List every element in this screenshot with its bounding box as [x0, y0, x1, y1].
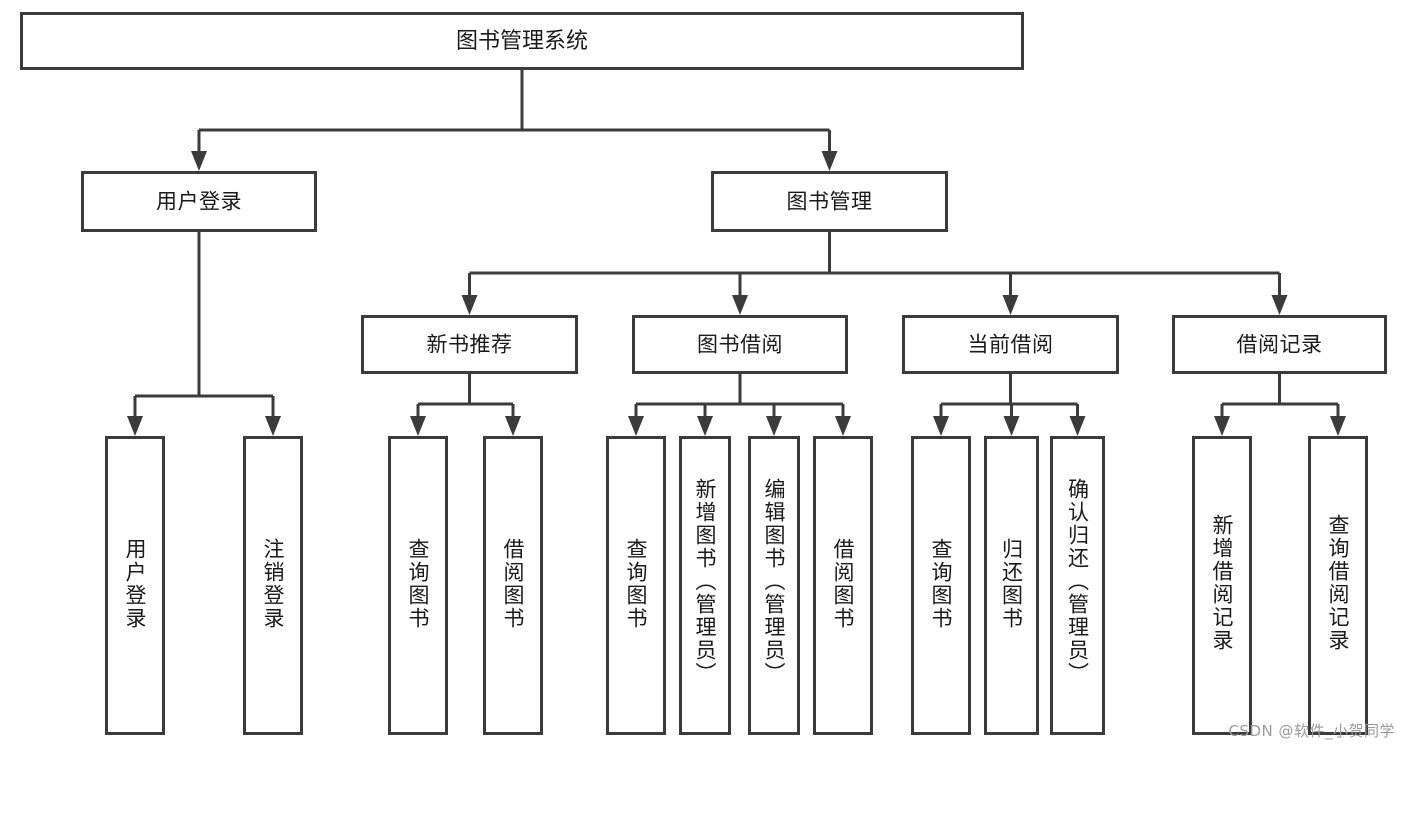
- node-box-leaf-borrow-book[interactable]: [813, 436, 873, 735]
- node-label-book-borrow: 图书借阅: [697, 333, 783, 357]
- arrow-head: [1069, 416, 1086, 436]
- node-box-leaf-query-book-borrow[interactable]: [606, 436, 666, 735]
- node-box-new-book-recommend[interactable]: [361, 315, 578, 374]
- node-box-leaf-confirm-return[interactable]: [1050, 436, 1105, 735]
- node-box-book-manage[interactable]: [711, 171, 948, 232]
- node-box-current-borrow[interactable]: [902, 315, 1119, 374]
- node-box-user-login[interactable]: [81, 171, 317, 232]
- arrow-head: [265, 416, 281, 436]
- arrow-head: [933, 416, 949, 436]
- connector-book-borrow-to-leaves: [628, 374, 851, 436]
- connector-book-manage-to-level3: [461, 232, 1288, 315]
- connector-borrow-record-to-leaves: [1214, 374, 1346, 436]
- node-label-user-login: 用户登录: [156, 190, 242, 214]
- arrow-head: [410, 416, 426, 436]
- connector-root-to-level2: [191, 70, 838, 171]
- arrow-head: [505, 416, 521, 436]
- node-label-borrow-record: 借阅记录: [1237, 333, 1323, 357]
- node-label-current-borrow: 当前借阅: [968, 333, 1054, 357]
- watermark: CSDN @软件_小贺同学: [1228, 722, 1395, 740]
- node-box-leaf-user-logout[interactable]: [243, 436, 303, 735]
- node-label-new-book-recommend: 新书推荐: [427, 333, 513, 357]
- diagram-root: 图书管理系统用户登录图书管理新书推荐图书借阅当前借阅借阅记录 用户登录注销登录查…: [20, 12, 1395, 740]
- arrow-head: [766, 416, 782, 436]
- arrow-head: [1271, 295, 1288, 315]
- node-box-leaf-edit-book[interactable]: [748, 436, 800, 735]
- node-label-root: 图书管理系统: [456, 29, 588, 54]
- node-box-layer: [20, 12, 1387, 735]
- arrow-head: [732, 295, 748, 315]
- node-box-book-borrow[interactable]: [632, 315, 848, 374]
- arrow-head: [1003, 416, 1020, 436]
- node-box-leaf-borrow-book-rec[interactable]: [483, 436, 543, 735]
- connector-new-book-recommend-to-leaves: [410, 374, 521, 436]
- node-box-leaf-add-record[interactable]: [1192, 436, 1252, 735]
- node-box-leaf-return-book[interactable]: [984, 436, 1039, 735]
- arrow-head: [821, 151, 838, 171]
- connector-current-borrow-to-leaves: [933, 374, 1086, 436]
- arrow-head: [1214, 416, 1230, 436]
- arrow-head: [191, 151, 207, 171]
- node-box-leaf-query-book-current[interactable]: [911, 436, 971, 735]
- node-box-leaf-user-login[interactable]: [105, 436, 165, 735]
- node-label-book-manage: 图书管理: [787, 190, 873, 214]
- arrow-head: [1330, 416, 1346, 436]
- arrow-head: [127, 416, 143, 436]
- arrow-head: [835, 416, 851, 436]
- node-box-leaf-query-record[interactable]: [1308, 436, 1368, 735]
- node-box-leaf-query-book-rec[interactable]: [388, 436, 448, 735]
- connector-layer: [127, 70, 1346, 436]
- arrow-head: [1002, 295, 1019, 315]
- connector-user-login-to-leaves: [127, 232, 281, 436]
- node-box-root[interactable]: [20, 12, 1024, 70]
- node-box-borrow-record[interactable]: [1172, 315, 1387, 374]
- arrow-head: [697, 416, 713, 436]
- arrow-head: [461, 295, 478, 315]
- node-box-leaf-add-book[interactable]: [679, 436, 731, 735]
- arrow-head: [628, 416, 644, 436]
